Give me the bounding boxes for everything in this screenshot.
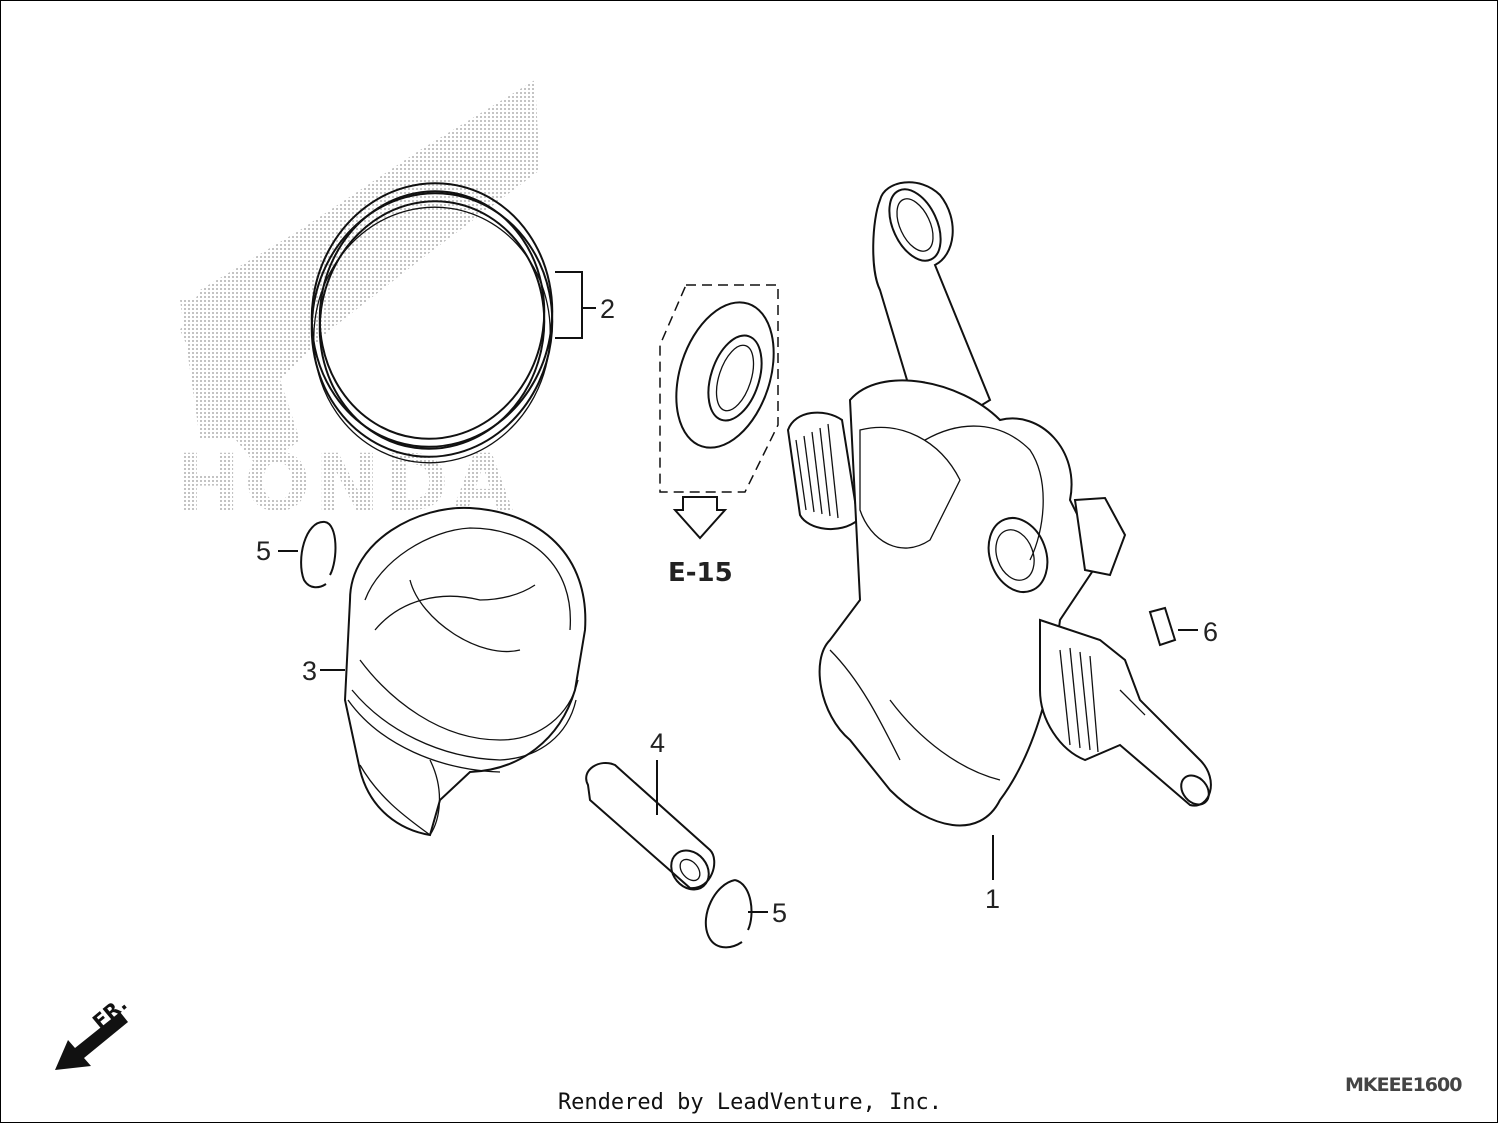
- piston-pin-clip-upper[interactable]: [278, 520, 337, 589]
- callout-1[interactable]: 1: [985, 884, 1000, 914]
- crankshaft[interactable]: [786, 181, 1214, 880]
- front-label: FR.: [88, 992, 132, 1034]
- front-arrow-icon: [55, 1012, 128, 1070]
- piston-pin[interactable]: [585, 760, 716, 897]
- front-direction-indicator: FR.: [55, 992, 132, 1070]
- callout-4[interactable]: 4: [650, 728, 665, 758]
- woodruff-key[interactable]: [1148, 606, 1198, 647]
- down-arrow-icon: [672, 496, 728, 540]
- callout-6[interactable]: 6: [1203, 617, 1218, 647]
- callout-5-upper[interactable]: 5: [256, 536, 271, 566]
- piston[interactable]: [320, 506, 587, 837]
- reference-label[interactable]: E-15: [668, 558, 733, 588]
- render-credit: Rendered by LeadVenture, Inc.: [557, 1090, 943, 1115]
- callout-5-lower[interactable]: 5: [772, 898, 787, 928]
- reference-bearing-group[interactable]: [659, 284, 791, 540]
- honda-watermark: HONDA: [175, 80, 540, 529]
- callout-2[interactable]: 2: [600, 294, 615, 324]
- piston-pin-clip-lower[interactable]: [704, 879, 768, 949]
- piston-rings[interactable]: [295, 168, 596, 479]
- callout-3[interactable]: 3: [302, 656, 317, 686]
- diagram-code: MKEEE1600: [1345, 1074, 1462, 1096]
